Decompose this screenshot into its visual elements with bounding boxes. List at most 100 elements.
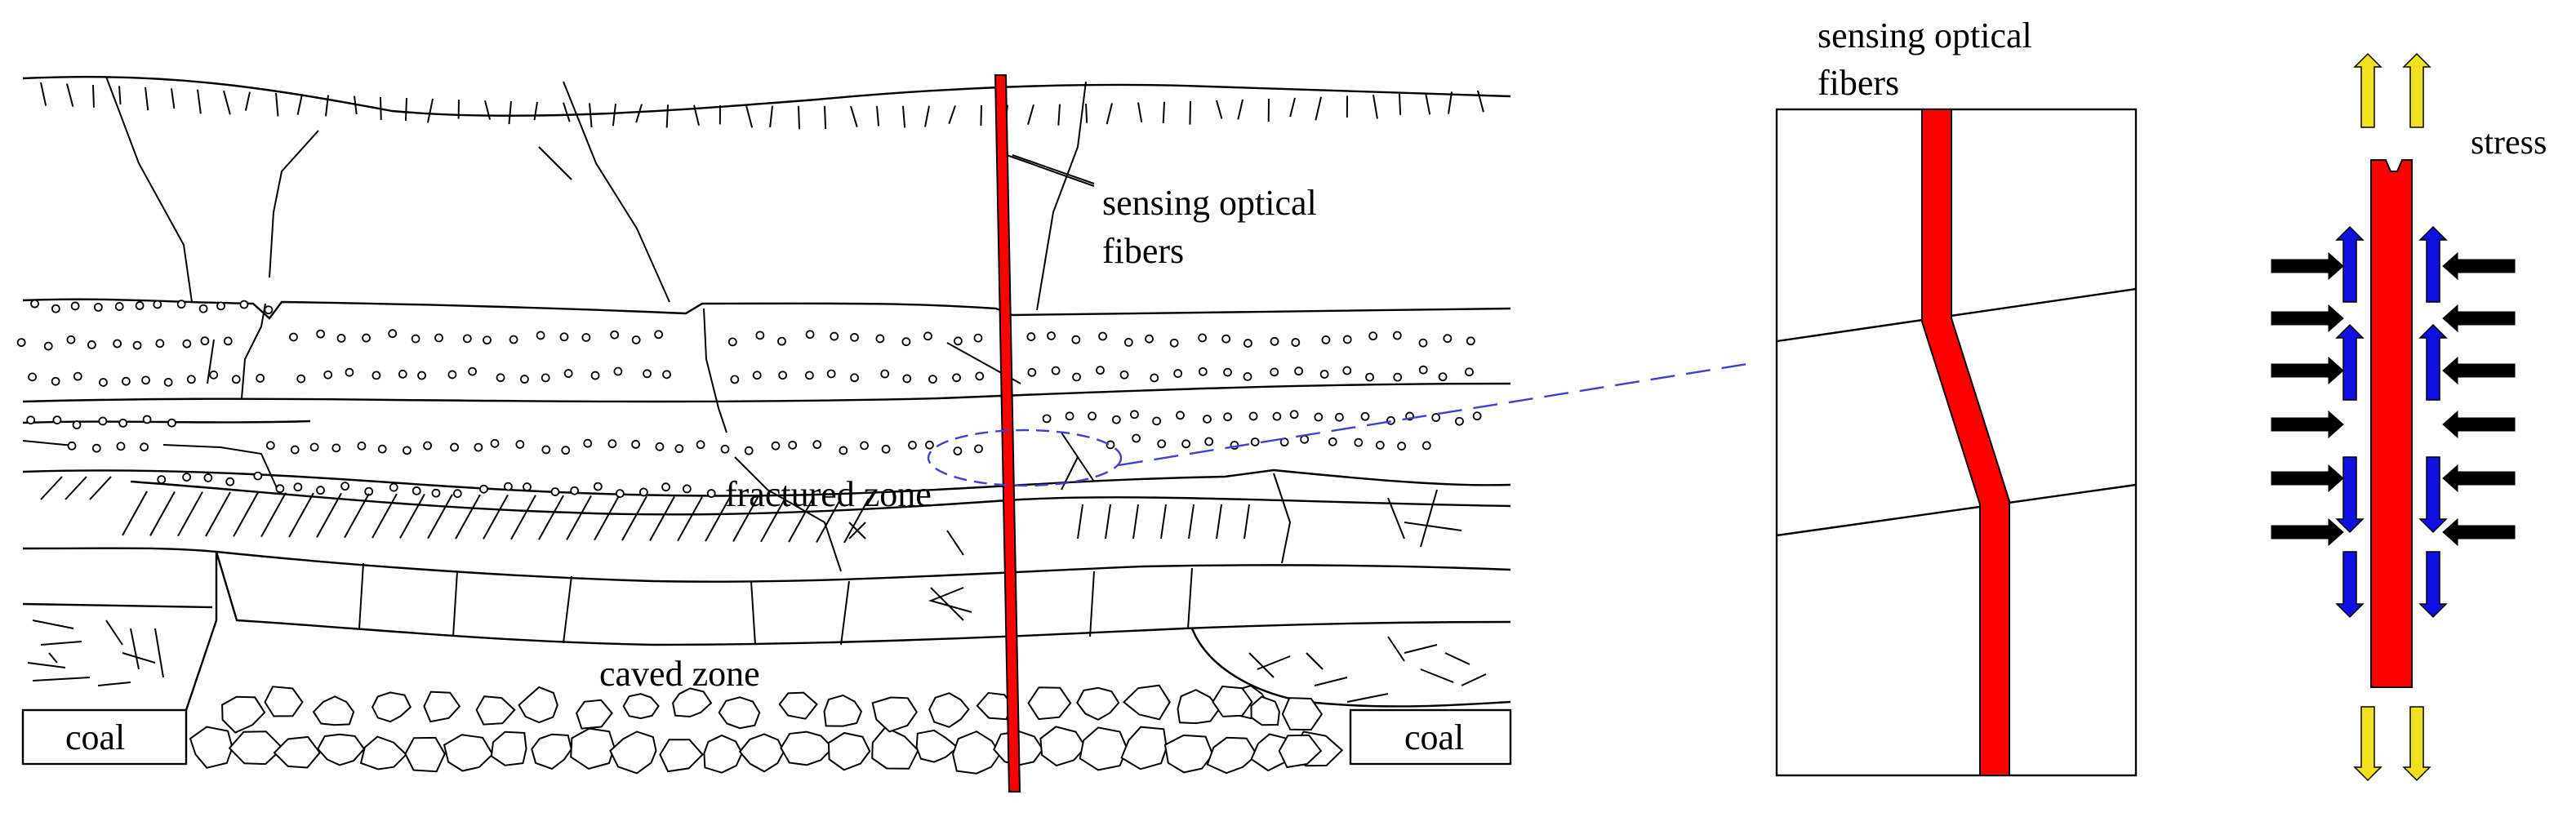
- sandstone-dot: [1052, 367, 1060, 375]
- surface-hatch-tick: [1290, 98, 1295, 117]
- sandstone-dot: [153, 300, 161, 308]
- sandstone-dot: [225, 337, 232, 344]
- label-detail-fibers-line1: sensing optical: [1817, 16, 2032, 56]
- caved-rock: [829, 733, 870, 770]
- sandstone-dot: [497, 374, 505, 381]
- sandstone-dot: [505, 483, 512, 491]
- caved-rock: [576, 700, 612, 729]
- sandstone-dot: [1432, 414, 1439, 421]
- sandstone-dot: [582, 334, 589, 341]
- sandstone-dot: [95, 304, 102, 311]
- sandstone-dot: [1113, 416, 1120, 424]
- overburden-fracture: [106, 77, 192, 302]
- sandstone-dot: [1343, 367, 1350, 375]
- sandstone-dot: [1028, 369, 1035, 376]
- sandstone-dot: [217, 302, 225, 309]
- sandstone-dot: [562, 446, 569, 454]
- stratum-boundary: [163, 445, 278, 490]
- sandstone-dot: [332, 444, 340, 451]
- sandstone-dot: [1171, 340, 1178, 347]
- fracture-hatch-line: [400, 494, 425, 538]
- sandstone-dot: [1270, 368, 1278, 375]
- compression-arrow: [2443, 305, 2515, 331]
- sandstone-dot: [851, 374, 858, 381]
- compression-arrow: [2443, 411, 2515, 437]
- sandstone-dot: [474, 444, 482, 451]
- fracture-hatch-line: [150, 491, 175, 535]
- sandstone-dot: [451, 443, 458, 451]
- surface-hatch-tick: [563, 103, 570, 122]
- sandstone-dot: [807, 331, 814, 338]
- stress-diagram: stress: [2271, 54, 2547, 780]
- surface-hatch-tick: [41, 82, 46, 106]
- sandstone-dot: [1355, 439, 1362, 446]
- shear-arrow: [2337, 457, 2363, 532]
- sandstone-dot: [1153, 417, 1160, 424]
- surface-hatch-tick: [1238, 100, 1243, 119]
- caved-rock: [444, 735, 492, 770]
- label-caved-zone: caved zone: [599, 654, 760, 694]
- sandstone-dot: [1366, 374, 1373, 381]
- sandstone-dot: [542, 446, 549, 453]
- tension-arrow: [2404, 54, 2430, 127]
- caved-rock: [1122, 727, 1167, 770]
- sandstone-dot: [233, 375, 240, 383]
- sandstone-dot: [1322, 336, 1329, 344]
- shear-arrow: [2337, 325, 2363, 400]
- sandstone-dot: [1377, 442, 1384, 449]
- sandstone-dot: [632, 441, 639, 448]
- fracture-hatch-line: [41, 477, 62, 500]
- sandstone-dot: [813, 441, 821, 448]
- caved-rock: [492, 732, 527, 766]
- stress-fiber-body: [2371, 160, 2412, 687]
- sandstone-dot: [1205, 438, 1212, 446]
- surface-hatch-tick: [925, 106, 929, 127]
- fracture-hatch-line: [206, 492, 230, 536]
- sandstone-dot: [100, 379, 107, 386]
- stratum-boundary: [23, 421, 310, 423]
- sandstone-dot: [731, 375, 738, 383]
- surface-hatch-tick: [93, 85, 94, 108]
- sandstone-dot: [789, 442, 796, 449]
- sandstone-dot: [1097, 366, 1104, 374]
- sandstone-dot: [158, 476, 165, 483]
- sandstone-dot: [45, 343, 52, 350]
- caved-rock: [405, 738, 444, 771]
- caved-rock: [1165, 735, 1212, 773]
- fracture-hatch-line: [650, 496, 674, 540]
- sandstone-dot: [267, 442, 274, 449]
- fracture-hatch-line: [1217, 504, 1221, 539]
- caved-rock: [781, 732, 832, 766]
- sandstone-dot: [523, 483, 531, 491]
- fracture-hatch-line: [539, 495, 563, 539]
- sandstone-dot: [1394, 374, 1401, 381]
- sandstone-dot: [363, 335, 370, 342]
- surface-hatch-tick: [509, 101, 511, 124]
- sandstone-dot: [1295, 367, 1302, 375]
- caved-rock: [1208, 738, 1257, 773]
- goaf-boundary-left: [186, 552, 216, 710]
- strata-fracture: [242, 304, 265, 398]
- surface-hatch-tick: [67, 84, 73, 107]
- fiber-detail-panel: sensing optical fibers: [1777, 16, 2136, 775]
- sandstone-dot: [183, 473, 190, 481]
- surface-hatch-tick: [246, 92, 250, 111]
- sandstone-dot: [142, 376, 149, 384]
- caved-rock: [361, 737, 407, 770]
- sandstone-dot: [18, 339, 25, 346]
- surface-hatch-tick: [171, 88, 174, 109]
- sandstone-dot: [909, 442, 916, 449]
- sandstone-dot: [1398, 442, 1405, 450]
- sandstone-dot: [1301, 436, 1308, 443]
- surface-hatch-tick: [198, 90, 201, 114]
- sandstone-dot: [432, 490, 439, 497]
- sandstone-dot: [708, 490, 715, 497]
- sandstone-dot: [1203, 415, 1211, 423]
- fracture-hatch-line: [122, 491, 147, 535]
- sandstone-dot: [1199, 368, 1207, 375]
- sandstone-dot: [297, 375, 305, 383]
- fracture-hatch-line: [1161, 504, 1166, 539]
- compression-arrow: [2443, 465, 2515, 491]
- sandstone-dot: [1466, 368, 1473, 375]
- fracture-hatch-line: [261, 493, 286, 537]
